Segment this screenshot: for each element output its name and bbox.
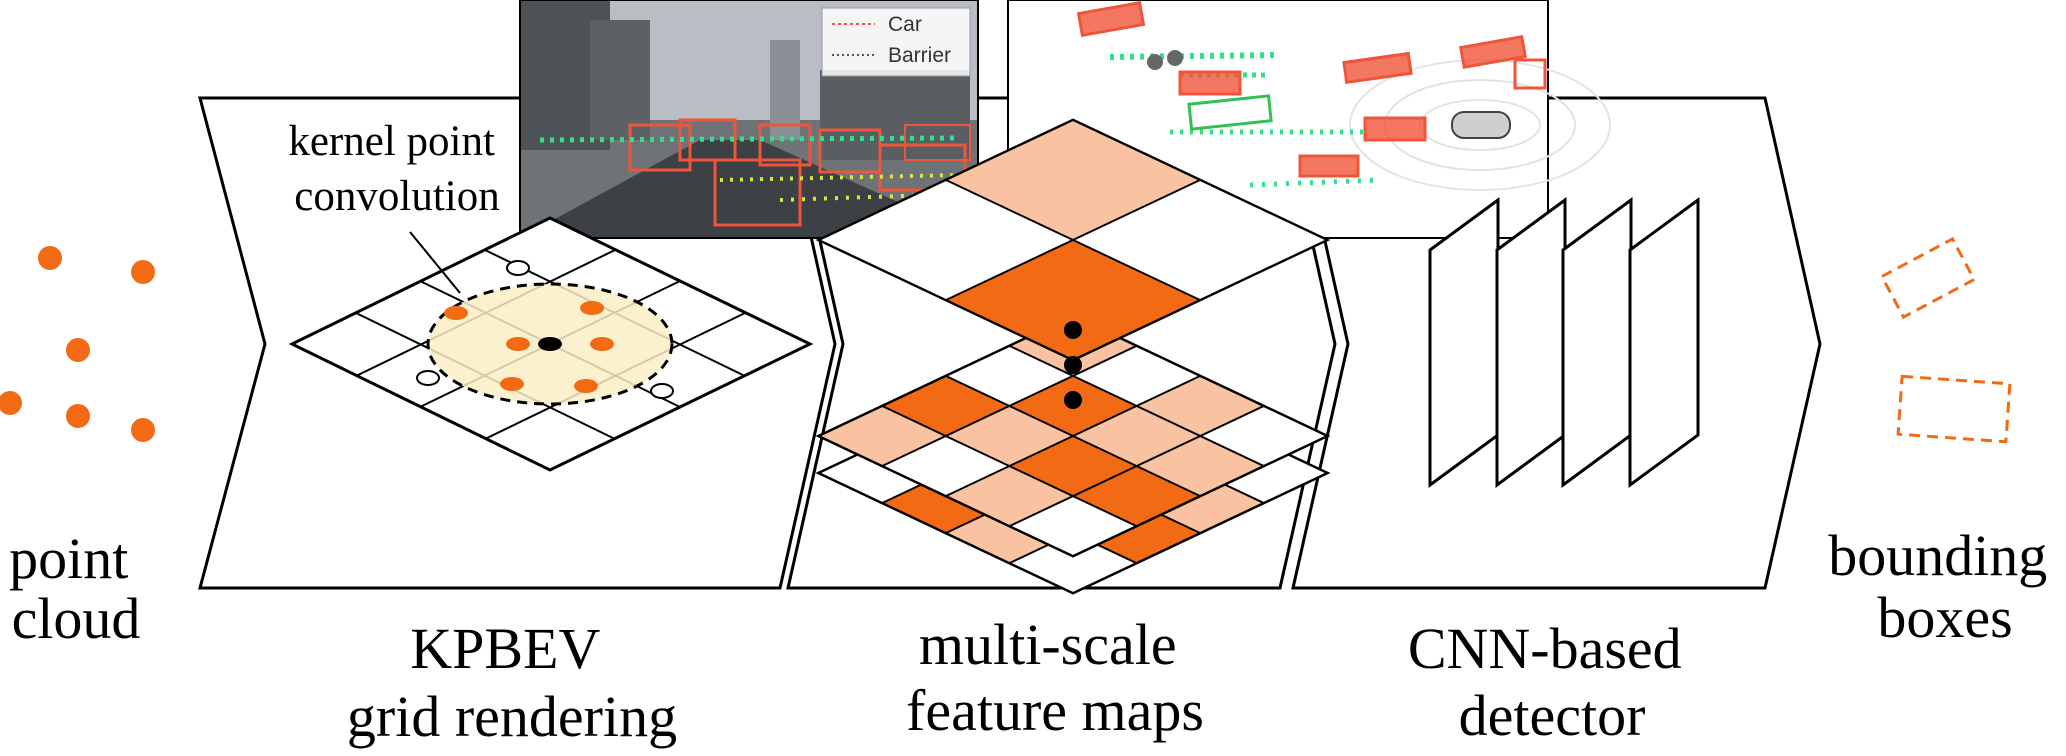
output-label-line-1: bounding: [1828, 523, 2047, 588]
kernel-center-point: [538, 337, 562, 351]
lidar-bev-inset: [1007, 0, 1611, 239]
stage-kpbev-label: KPBEV grid rendering: [347, 616, 677, 749]
stage-feature-maps-line-2: feature maps: [906, 678, 1204, 743]
legend-car-label: Car: [888, 13, 922, 36]
stage-detector-line-1: CNN-based: [1408, 616, 1682, 681]
stage-feature-maps-label: multi-scale feature maps: [906, 612, 1204, 743]
input-label-line-2: cloud: [12, 586, 141, 651]
stage-detector-line-2: detector: [1459, 683, 1646, 748]
kpbev-grid: [288, 216, 814, 472]
output-label-line-2: boxes: [1877, 585, 2012, 650]
kernel-callout-label: kernel point convolution: [288, 118, 505, 220]
input-label-line-1: point: [9, 526, 128, 591]
output-bounding-boxes: [1879, 236, 2012, 444]
camera-image-inset: Car Barrier: [519, 0, 979, 239]
legend-barrier-label: Barrier: [888, 44, 951, 67]
kernel-callout-leader: [409, 231, 461, 294]
input-point-cloud: [0, 246, 155, 442]
stage-detector-label: CNN-based detector: [1408, 616, 1696, 748]
cnn-layers: [1428, 197, 1700, 488]
input-label: point cloud: [9, 526, 143, 651]
stage-kpbev-line-1: KPBEV: [410, 616, 600, 681]
kernel-callout-line-2: convolution: [294, 173, 499, 220]
kernel-callout-line-1: kernel point: [288, 118, 495, 165]
stage-kpbev-line-2: grid rendering: [347, 684, 677, 749]
feature-maps-stack: [815, 118, 1331, 595]
output-label: bounding boxes: [1828, 523, 2062, 650]
stage-feature-maps-line-1: multi-scale: [919, 612, 1177, 677]
scale-ellipsis-dots: [1064, 321, 1082, 409]
